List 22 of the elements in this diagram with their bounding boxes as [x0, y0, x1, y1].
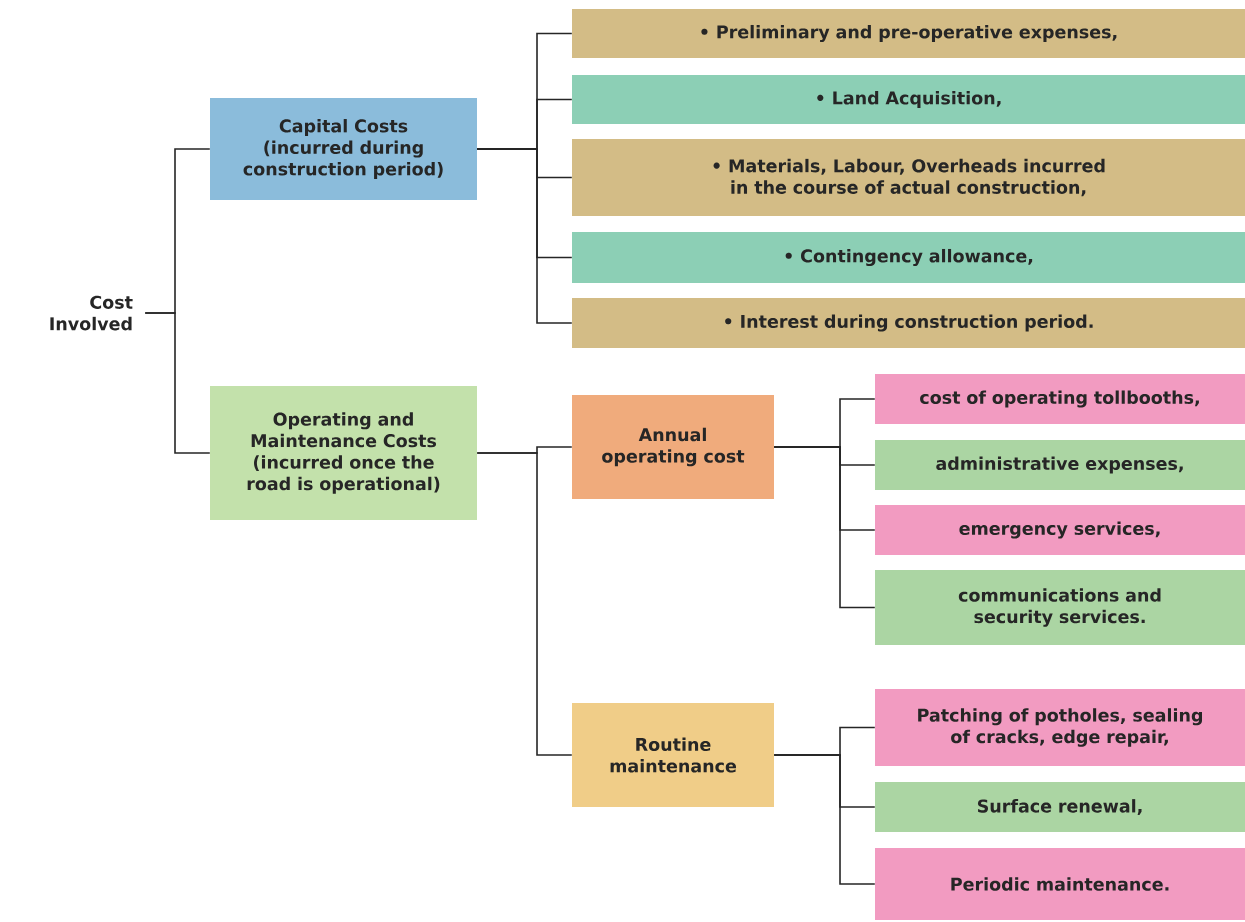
- category-box: Routine maintenance: [572, 703, 774, 807]
- category-box: Surface renewal,: [875, 782, 1245, 832]
- category-box: Operating and Maintenance Costs (incurred once the road is operational): [210, 386, 477, 520]
- category-box: emergency services,: [875, 505, 1245, 555]
- category-box: • Interest during construction period.: [572, 298, 1245, 348]
- heading-text: Cost Involved: [50, 295, 133, 331]
- category-box: • Land Acquisition,: [572, 75, 1245, 124]
- category-box: Periodic maintenance.: [875, 848, 1245, 920]
- category-box: • Materials, Labour, Overheads incurred in the course of actual construction,: [572, 139, 1245, 216]
- category-box: Capital Costs (incurred during construction period): [210, 98, 477, 200]
- category-box: • Preliminary and pre-operative expenses,: [572, 9, 1245, 58]
- category-box: communications and security services.: [875, 570, 1245, 645]
- connector-line: [476, 452, 573, 756]
- category-box: • Contingency allowance,: [572, 232, 1245, 283]
- connector-line: [144, 312, 211, 454]
- category-box: cost of operating tollbooths,: [875, 374, 1245, 424]
- category-box: Patching of potholes, sealing of cracks, edge repair,: [875, 689, 1245, 766]
- category-box: Annual operating cost: [572, 395, 774, 499]
- category-box: administrative expenses,: [875, 440, 1245, 490]
- connector-line: [773, 754, 876, 885]
- connector-line: [476, 148, 573, 324]
- connector-line: [773, 446, 876, 609]
